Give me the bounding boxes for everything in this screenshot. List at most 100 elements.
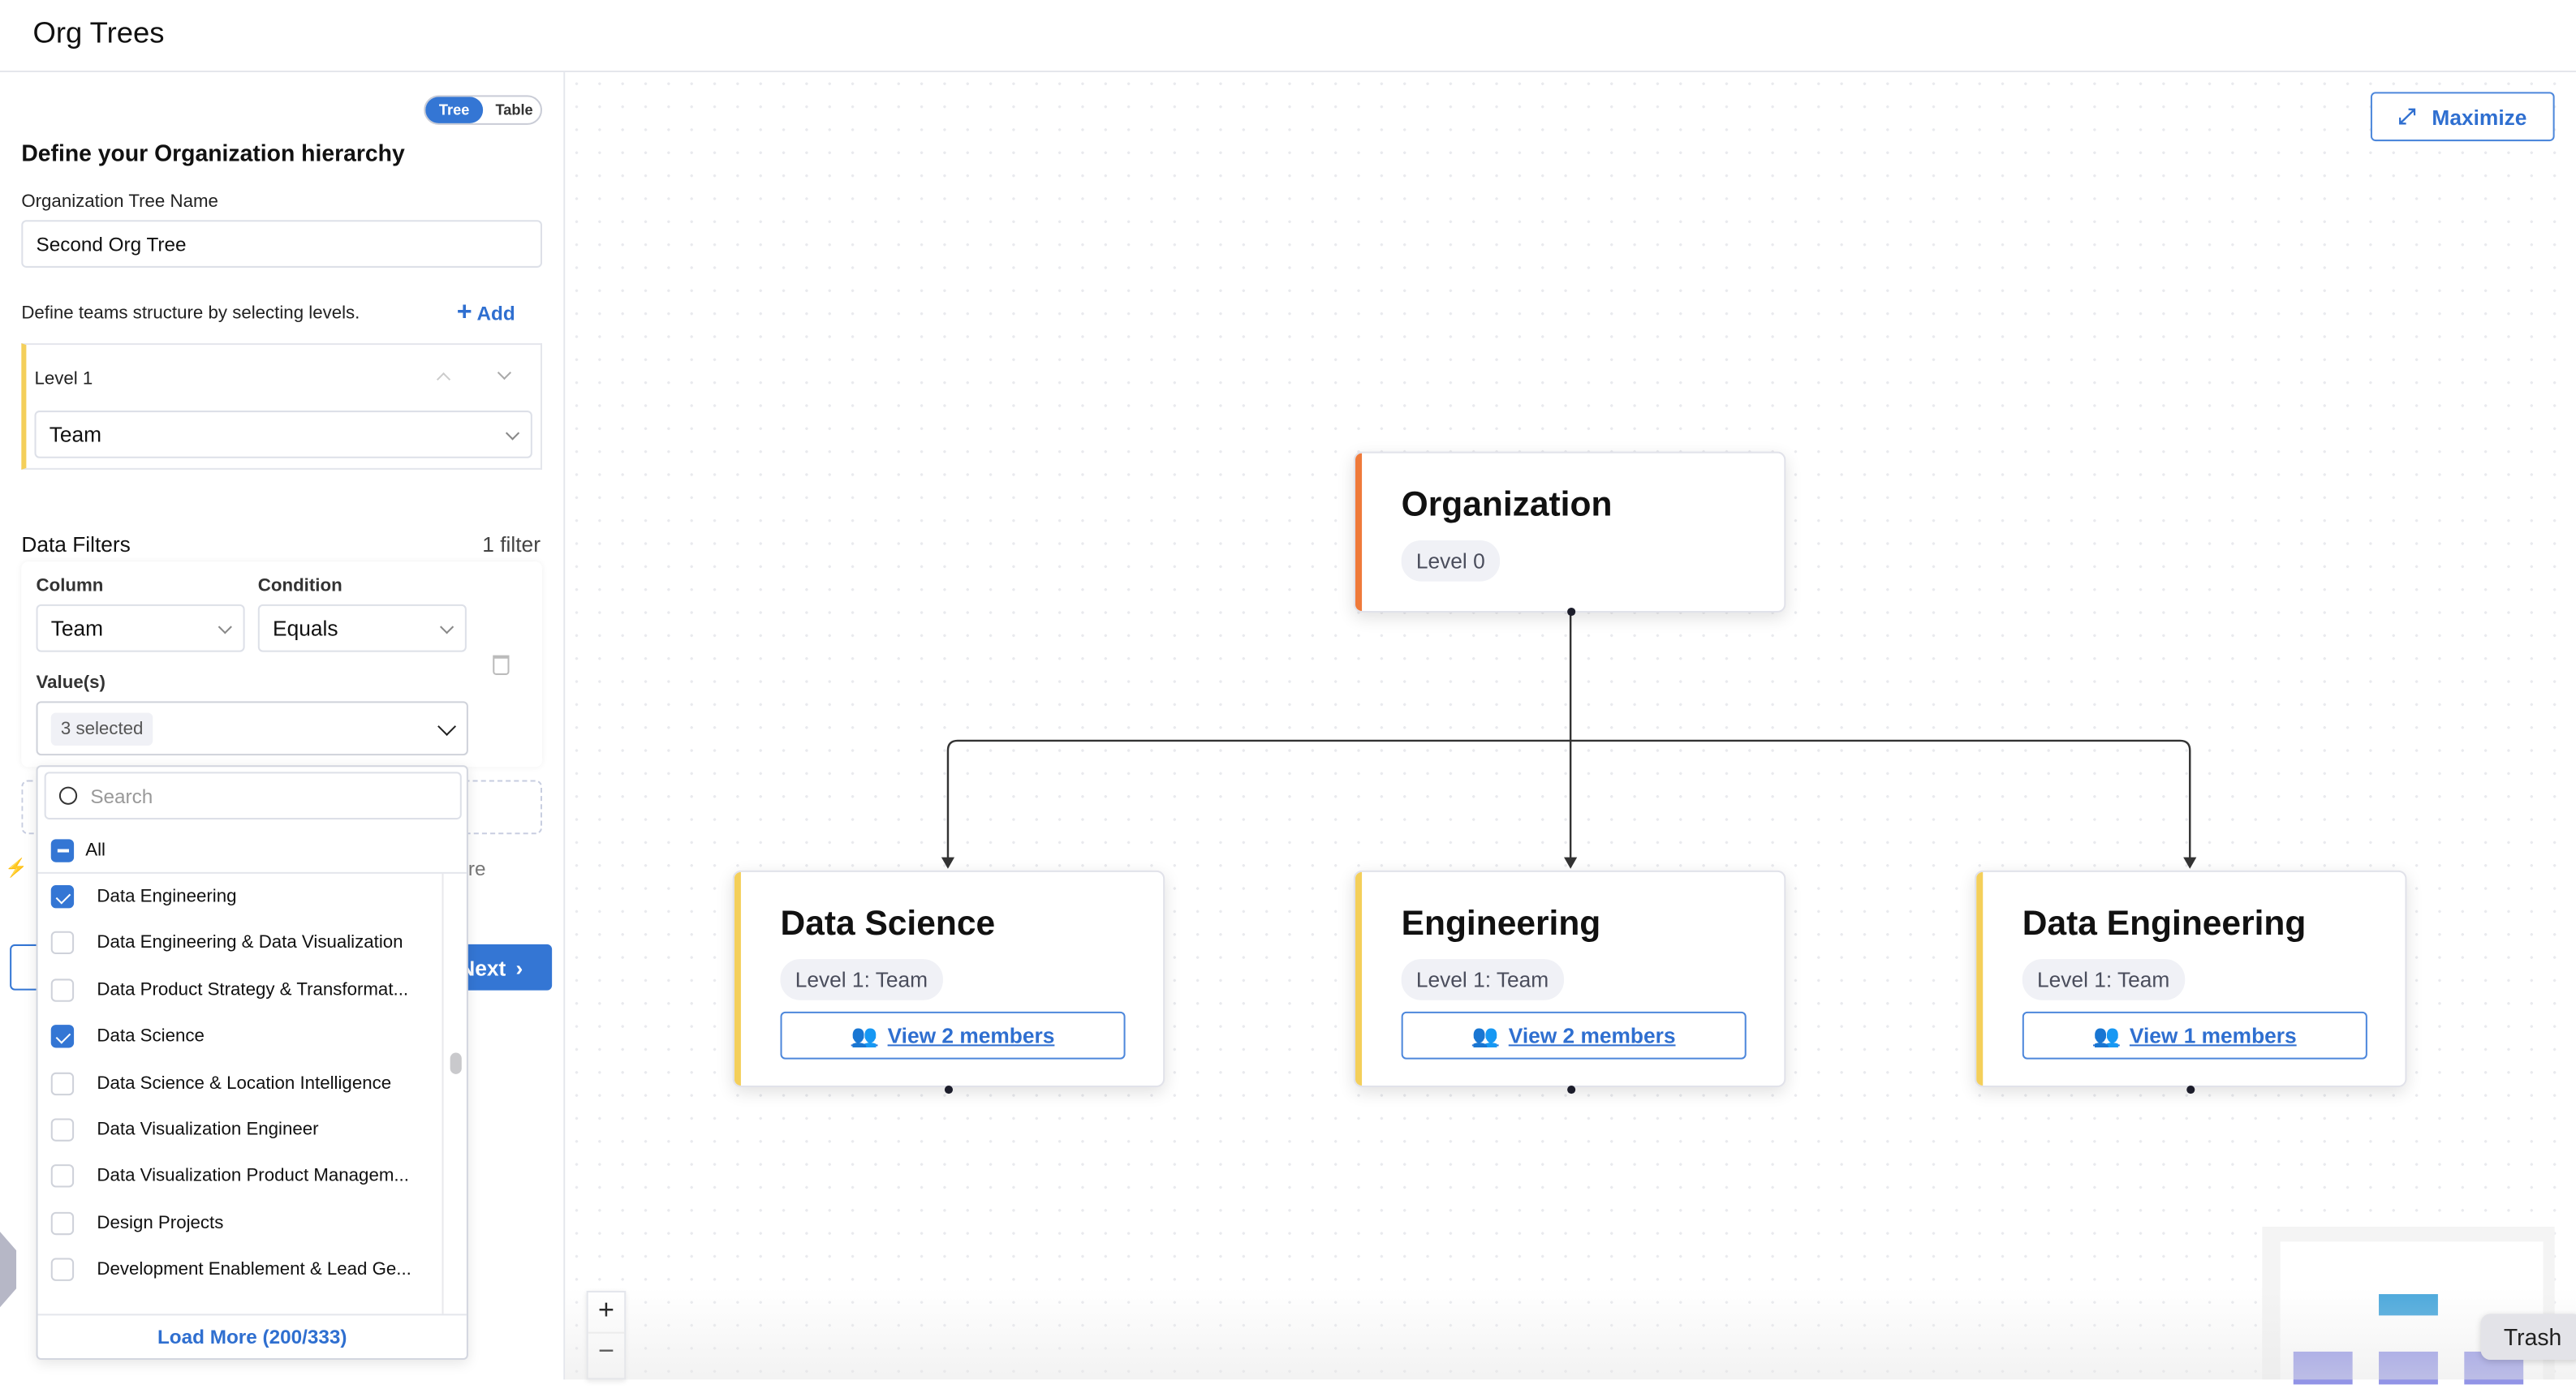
option-all[interactable]: All (37, 828, 467, 874)
view-members-label: View 1 members (2129, 1023, 2297, 1048)
minimap-child-node (2293, 1351, 2353, 1385)
members-icon: 👥 (851, 1022, 878, 1047)
option-label: Data Engineering & Data Visualization (97, 933, 403, 953)
tab-tree[interactable]: Tree (425, 97, 484, 123)
add-label: Add (476, 302, 515, 325)
column-select[interactable]: Team (36, 604, 245, 652)
sidebar-handle[interactable] (0, 1232, 17, 1308)
node-title: Data Engineering (2022, 905, 2307, 943)
node-handle (2186, 1085, 2195, 1094)
scrollbar-thumb[interactable] (450, 1052, 462, 1074)
tree-name-input[interactable]: Second Org Tree (21, 220, 542, 268)
chevron-down-icon (218, 619, 232, 634)
move-down-icon[interactable] (497, 365, 512, 381)
add-level-button[interactable]: + Add (456, 299, 515, 327)
option-label: Data Visualization Product Managem... (97, 1166, 409, 1187)
option-label: Data Science & Location Intelligence (97, 1073, 392, 1094)
plus-icon: + (456, 299, 472, 327)
node-handle (944, 1085, 954, 1094)
checkbox[interactable] (50, 1258, 75, 1282)
option-item[interactable]: Data Visualization Engineer (38, 1107, 442, 1153)
view-toggle[interactable]: Tree Table (424, 95, 542, 125)
node-handle (1566, 1085, 1575, 1094)
level-badge: Level 1: Team (1401, 959, 1564, 1000)
option-item[interactable]: Data Product Strategy & Transformat... (38, 967, 442, 1013)
expand-icon: ⤢ (2398, 103, 2416, 128)
node-engineering[interactable]: Engineering Level 1: Team 👥View 2 member… (1353, 870, 1786, 1088)
checkbox[interactable] (50, 1164, 75, 1189)
level-badge: Level 0 (1401, 540, 1500, 582)
node-organization[interactable]: Organization Level 0 (1353, 451, 1786, 613)
node-accent (1976, 871, 1984, 1086)
search-icon (58, 786, 78, 805)
node-title: Engineering (1401, 905, 1601, 943)
node-data-engineering[interactable]: Data Engineering Level 1: Team 👥 View 1 m… (1975, 870, 2407, 1088)
data-filters-title: Data Filters (21, 531, 131, 557)
condition-select[interactable]: Equals (257, 604, 467, 652)
values-select[interactable]: 3 selected (36, 701, 468, 756)
checkbox[interactable] (50, 1025, 75, 1048)
option-item[interactable]: Design Projects (38, 1200, 442, 1246)
level-select[interactable]: Team (34, 411, 532, 458)
dropdown-search-input[interactable]: Search (44, 772, 462, 820)
connector-branch (946, 739, 2191, 867)
view-members-label: View 2 members (887, 1023, 1055, 1048)
level-label: Level 1 (34, 369, 93, 389)
page-title: Org Trees (32, 16, 165, 49)
column-value: Team (50, 616, 104, 641)
node-data-science[interactable]: Data Science Level 1: Team 👥View 2 membe… (732, 870, 1165, 1088)
hint-text: re (467, 857, 486, 880)
view-members-button[interactable]: 👥View 2 members (1401, 1011, 1747, 1060)
level-card: Level 1 Team (21, 343, 542, 470)
column-label: Column (36, 576, 104, 596)
level-value: Team (49, 422, 102, 447)
values-label: Value(s) (36, 673, 106, 694)
trash-icon[interactable] (493, 655, 510, 675)
option-item[interactable]: Data Science & Location Intelligence (38, 1060, 442, 1107)
zoom-out-button[interactable]: − (588, 1331, 625, 1372)
checkbox[interactable] (50, 885, 75, 909)
view-members-button[interactable]: 👥 View 2 members (780, 1011, 1126, 1060)
node-accent (1355, 453, 1363, 612)
option-item[interactable]: Data Engineering (38, 874, 442, 920)
checkbox[interactable] (50, 1211, 75, 1235)
option-label: All (85, 840, 106, 860)
level-badge: Level 1: Team (2022, 959, 2185, 1000)
option-label: Data Engineering (97, 887, 237, 907)
node-accent (734, 871, 741, 1086)
maximize-button[interactable]: ⤢Maximize (2370, 92, 2555, 142)
minimap-child-node (2379, 1351, 2438, 1385)
option-item[interactable]: Development Enablement & Lead Ge... (38, 1247, 442, 1293)
form-heading: Define your Organization hierarchy (21, 140, 405, 166)
trash-tooltip: Trash (2480, 1314, 2576, 1361)
option-label: Data Product Strategy & Transformat... (97, 980, 409, 1000)
indeterminate-checkbox[interactable] (50, 838, 75, 862)
checkbox[interactable] (50, 978, 75, 1002)
view-members-button[interactable]: 👥 View 1 members (2022, 1011, 2367, 1060)
filter-card: Column Condition Team Equals Value(s) 3 … (21, 561, 542, 767)
zoom-in-button[interactable]: + (597, 1294, 614, 1326)
checkbox[interactable] (50, 1118, 75, 1142)
move-up-icon[interactable] (436, 372, 451, 387)
tree-name-value: Second Org Tree (36, 232, 187, 256)
lightning-icon: ⚡ (5, 858, 28, 879)
option-item[interactable]: Data Visualization Product Managem... (38, 1154, 442, 1200)
tree-name-label: Organization Tree Name (21, 191, 218, 213)
selected-chip: 3 selected (50, 712, 153, 745)
node-title: Organization (1401, 486, 1613, 524)
chevron-down-icon (439, 619, 454, 634)
tree-canvas[interactable]: ⤢Maximize Organization Level 0 Data Scie… (565, 72, 2576, 1389)
members-icon: 👥 (2092, 1022, 2120, 1047)
checkbox[interactable] (50, 931, 75, 955)
node-handle (1566, 607, 1575, 617)
load-more-button[interactable]: Load More (200/333) (37, 1314, 467, 1358)
chevron-down-icon (505, 425, 520, 440)
option-item[interactable]: Data Science (38, 1013, 442, 1060)
option-label: Design Projects (97, 1213, 224, 1233)
option-item[interactable]: Data Engineering & Data Visualization (38, 920, 442, 966)
tab-table[interactable]: Table (495, 101, 533, 118)
checkbox[interactable] (50, 1071, 75, 1095)
node-title: Data Science (780, 905, 996, 943)
